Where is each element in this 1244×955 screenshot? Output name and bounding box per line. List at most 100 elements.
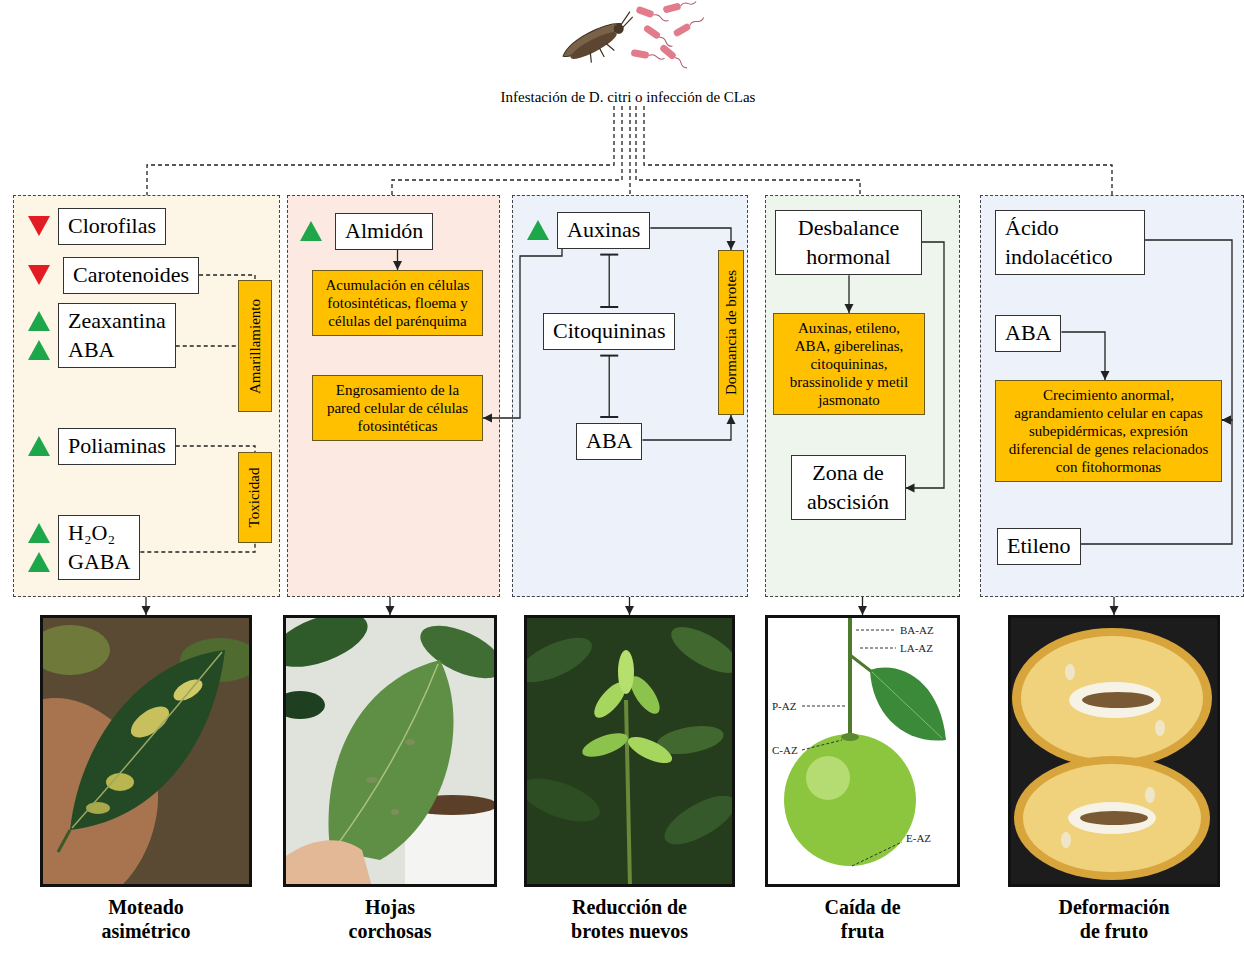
photo-frame [283, 615, 497, 887]
connector [386, 597, 395, 615]
component-box: Clorofilas [58, 208, 166, 245]
arrow-head [727, 241, 736, 250]
component-box: H₂O₂GABA [58, 515, 140, 580]
zone-label: LA-AZ [900, 642, 933, 655]
node-text: Etileno [1007, 532, 1071, 561]
new-shoot [579, 728, 630, 761]
connector [642, 415, 735, 440]
effect-box: Crecimiento anormal, agrandamiento celul… [995, 380, 1222, 482]
panel-fill [765, 195, 960, 597]
connector [142, 597, 151, 615]
decrease-triangle [28, 265, 50, 285]
psyllid-antennae [617, 12, 635, 29]
fruit-core [1080, 811, 1148, 825]
connector-line [629, 106, 630, 195]
connector [1061, 332, 1109, 380]
lime-fruit [784, 734, 916, 866]
node-text: Engrosamiento de la pared celular de cél… [319, 381, 476, 435]
panel-fill [13, 195, 280, 597]
arrow-head [483, 414, 492, 423]
node-text: Auxinas, etileno, ABA, giberelinas, cito… [780, 319, 918, 409]
bacterium-cell [631, 49, 650, 59]
bacterium-flagellum [680, 0, 696, 7]
fruit-rind [1014, 756, 1210, 880]
connector-line [609, 255, 610, 307]
trigger-label: Infestación de D. citri o infección de C… [497, 88, 759, 106]
fruit-core [1082, 692, 1154, 708]
connector [392, 106, 622, 195]
symptom-photo: Hojas corchosas [283, 615, 497, 943]
inhibition-bar [600, 416, 618, 418]
component-box: Citoquininas [543, 313, 675, 350]
bacterium-cell [672, 22, 691, 37]
dashed-panel: AuxinasDormancia de brotes CitoquininasAB… [512, 195, 748, 597]
fruit-flesh [1021, 636, 1203, 760]
effect-box: Auxinas, etileno, ABA, giberelinas, cito… [773, 313, 925, 415]
fruit-pith [1069, 682, 1161, 718]
panel-fill [287, 195, 500, 597]
inhibition-bar [600, 355, 618, 357]
node-text: ABA [1005, 319, 1051, 348]
fruit-flesh [1023, 764, 1201, 872]
photo-fingers [283, 840, 372, 887]
photo-leaf [524, 770, 605, 831]
node-text: Amarillamiento [248, 299, 263, 394]
figure-leaf [870, 668, 946, 741]
connector [858, 597, 867, 615]
bacterium-cell [662, 2, 681, 13]
node-text: Dormancia de brotes [724, 270, 739, 395]
node-text: Citoquininas [553, 317, 665, 346]
photo-leaf [665, 618, 735, 682]
bacterium [659, 44, 690, 71]
leader-line [852, 842, 902, 866]
panel-fill [980, 195, 1244, 597]
dashed-panel: Desbalance hormonalAuxinas, etileno, ABA… [765, 195, 960, 597]
connector-line [642, 415, 731, 440]
increase-triangle [28, 523, 50, 543]
photo-leaf [40, 625, 110, 675]
component-box: Zona de abscisión [791, 455, 906, 520]
connector [650, 228, 735, 250]
arrow-head [1101, 371, 1110, 380]
photo-leaf [70, 650, 225, 830]
connector-line [176, 345, 238, 346]
shoots-photo [524, 615, 735, 887]
symptom-photo: Reducción de brotes nuevos [524, 615, 735, 943]
symptom-photo: Moteado asimétrico [40, 615, 252, 943]
symptom-caption: Moteado asimétrico [86, 895, 206, 943]
increase-triangle [28, 552, 50, 572]
leaf-vein [335, 664, 438, 848]
mottled-leaf-photo [40, 615, 252, 887]
node-text: Auxinas [567, 216, 640, 245]
arrow-head [625, 606, 634, 615]
component-box: ZeaxantinaABA [58, 303, 176, 368]
psyllid-body [568, 28, 620, 63]
component-box: Carotenoides [63, 257, 199, 294]
component-box: Etileno [997, 528, 1081, 565]
connector-line [147, 106, 614, 195]
increase-triangle [28, 340, 50, 360]
fruit-seed [1061, 832, 1071, 848]
node-text: Desbalance hormonal [785, 214, 912, 271]
mottle-patch [106, 773, 134, 791]
component-box: Auxinas [557, 212, 650, 249]
dashed-panel: Ácido indolacéticoABACrecimiento anormal… [980, 195, 1244, 597]
cork-spot [405, 739, 415, 745]
symptom-caption: Deformación de fruto [1049, 895, 1179, 943]
increase-triangle [28, 436, 50, 456]
photo-frame [1008, 615, 1220, 887]
photo-leaf [657, 786, 735, 854]
node-text: H₂O₂ [68, 519, 130, 548]
arrow-head [858, 606, 867, 615]
arrow-head [906, 484, 915, 493]
connector [644, 106, 1112, 195]
connector [625, 597, 634, 615]
connector-line [392, 106, 622, 195]
fruit-stem [848, 615, 852, 738]
component-box: ABA [576, 423, 642, 460]
increase-triangle [300, 221, 322, 241]
fruit-seed [1065, 664, 1075, 680]
leader-line [860, 648, 896, 649]
node-text: Infestación de D. citri o infección de C… [497, 88, 759, 106]
zone-label: E-AZ [906, 832, 931, 845]
